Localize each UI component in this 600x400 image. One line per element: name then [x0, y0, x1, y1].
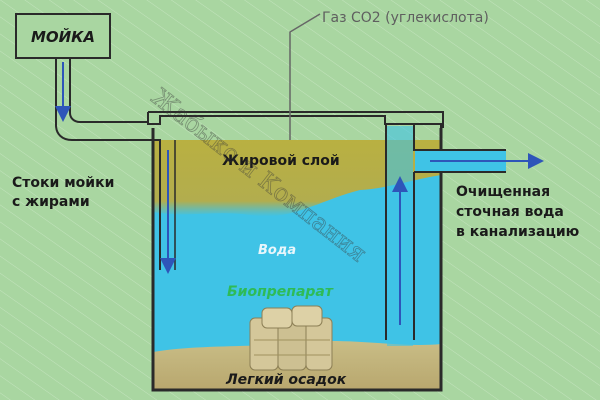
fat-layer-zone: [153, 140, 441, 217]
tank-lid-outer: [148, 111, 444, 128]
sediment-label: Легкий осадок: [225, 372, 347, 388]
tank-wall: [151, 128, 443, 392]
water-label: Вода: [258, 243, 296, 258]
inlet-label-line2: с жирами: [12, 194, 90, 210]
bio-packs: [249, 305, 333, 371]
sink-label: МОЙКА: [31, 27, 95, 46]
outlet-pipe-top: [413, 124, 506, 151]
gas-label: Газ СО2 (углекислота): [322, 10, 489, 26]
outlet-label-line3: в канализацию: [456, 224, 579, 240]
fat-layer-label: Жировой слой: [222, 153, 340, 169]
inlet-pipe-inner: [55, 58, 161, 148]
inlet-label-line1: Стоки мойки: [12, 175, 114, 191]
outlet-label-line1: Очищенная: [456, 184, 550, 200]
tank-lid: [147, 112, 442, 128]
sink-box: [15, 13, 111, 59]
gas-leader-line: [289, 13, 321, 140]
outlet-label-line2: сточная вода: [456, 204, 564, 220]
bio-label: Биопрепарат: [227, 284, 334, 300]
